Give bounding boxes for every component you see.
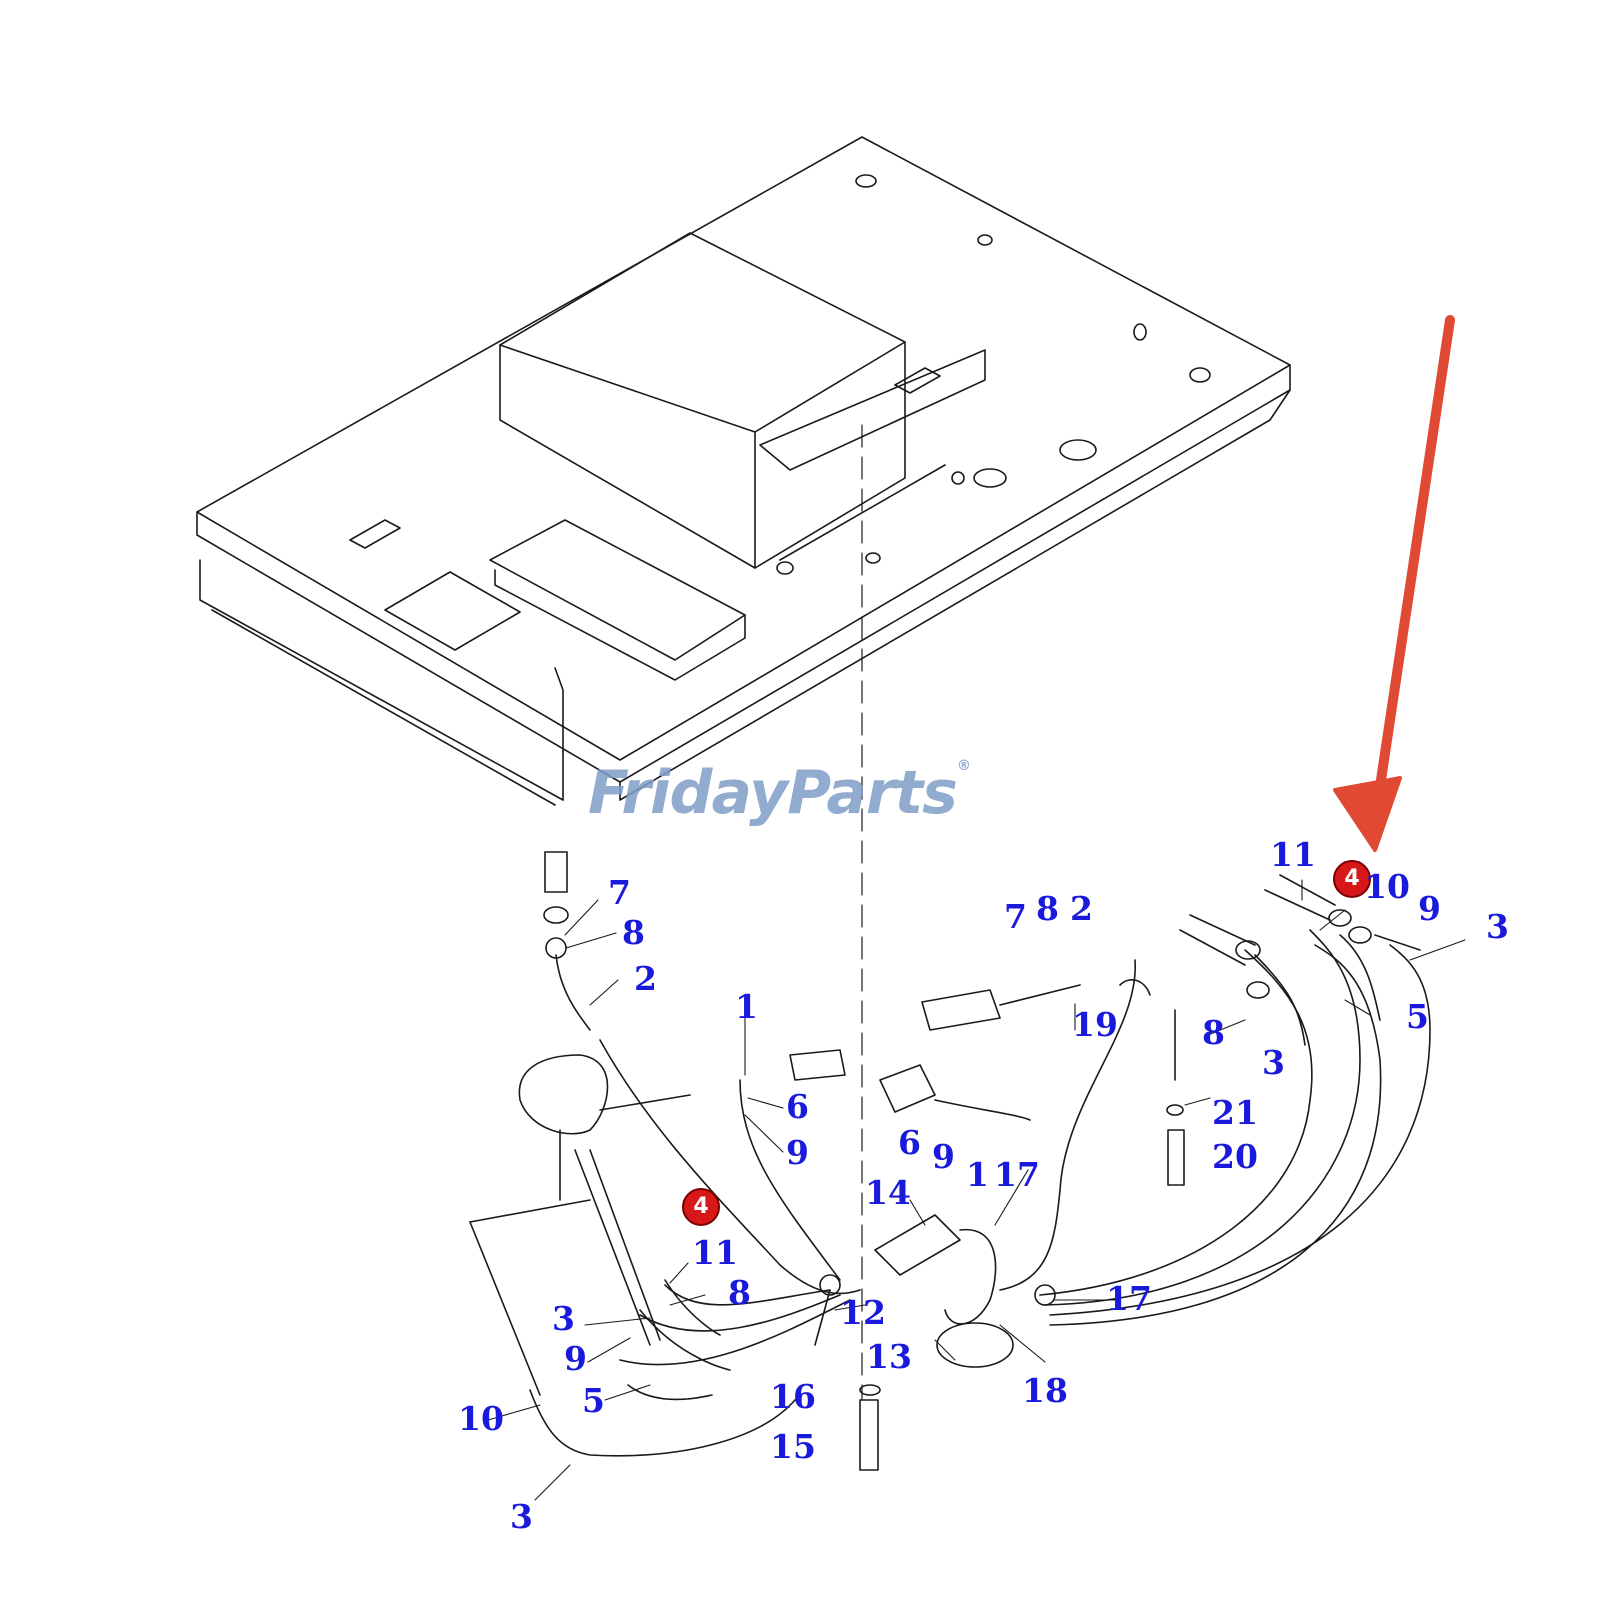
hardware (789, 1049, 1185, 1471)
callout-3-left: 3 (552, 1299, 575, 1338)
floor-openings (349, 174, 1211, 681)
callout-19: 19 (1072, 1005, 1118, 1044)
callout-5-right: 5 (1406, 997, 1429, 1036)
callout-7-center: 7 (1004, 897, 1027, 936)
callout-2-center: 2 (1070, 889, 1093, 928)
callout-13: 13 (866, 1337, 912, 1376)
callout-3-right: 3 (1486, 907, 1509, 946)
leader-lines (487, 879, 1466, 1501)
indicator-arrow (1333, 315, 1455, 852)
brand-name: FridayParts (588, 758, 958, 828)
callout-18: 18 (1022, 1371, 1068, 1410)
callout-6-left: 6 (786, 1087, 809, 1126)
callout-3-bottom: 3 (510, 1497, 533, 1536)
callout-11-left: 11 (692, 1233, 738, 1272)
callout-17-lower: 17 (1106, 1279, 1152, 1318)
callout-11-right: 11 (1270, 835, 1316, 874)
callout-8-left: 8 (622, 913, 645, 952)
callout-14: 14 (865, 1173, 911, 1212)
brand-watermark: FridayParts® (588, 758, 971, 828)
callout-21: 21 (1212, 1093, 1258, 1132)
callout-1-center: 1 (966, 1155, 989, 1194)
callout-15: 15 (770, 1427, 816, 1466)
callout-10-right: 10 (1364, 867, 1410, 906)
callout-3-right-lower: 3 (1262, 1043, 1285, 1082)
floor-frame (196, 136, 1291, 806)
callout-2-left: 2 (634, 959, 657, 998)
hose-fittings-right (921, 874, 1421, 1046)
callout-9-left: 9 (564, 1339, 587, 1378)
callout-8-center: 8 (1036, 889, 1059, 928)
console-box (499, 232, 986, 569)
part-4-badge-highlighted: 4 (1333, 860, 1371, 898)
registered-mark: ® (956, 758, 971, 774)
callout-17-upper: 17 (994, 1155, 1040, 1194)
callout-8-right: 8 (1202, 1013, 1225, 1052)
callout-6-center: 6 (898, 1123, 921, 1162)
callout-20: 20 (1212, 1137, 1258, 1176)
callout-1-left: 1 (735, 987, 758, 1026)
callout-5-left: 5 (582, 1381, 605, 1420)
callout-9-center: 9 (932, 1137, 955, 1176)
center-block (874, 929, 1431, 1368)
callout-8-lower: 8 (728, 1273, 751, 1312)
callout-7-left: 7 (608, 873, 631, 912)
pilot-valve-left (469, 851, 861, 1457)
part-4-badge: 4 (682, 1188, 720, 1226)
callout-10-left: 10 (458, 1399, 504, 1438)
callout-12: 12 (840, 1293, 886, 1332)
callout-9-mid: 9 (786, 1133, 809, 1172)
callout-16: 16 (770, 1377, 816, 1416)
callout-9-right: 9 (1418, 889, 1441, 928)
